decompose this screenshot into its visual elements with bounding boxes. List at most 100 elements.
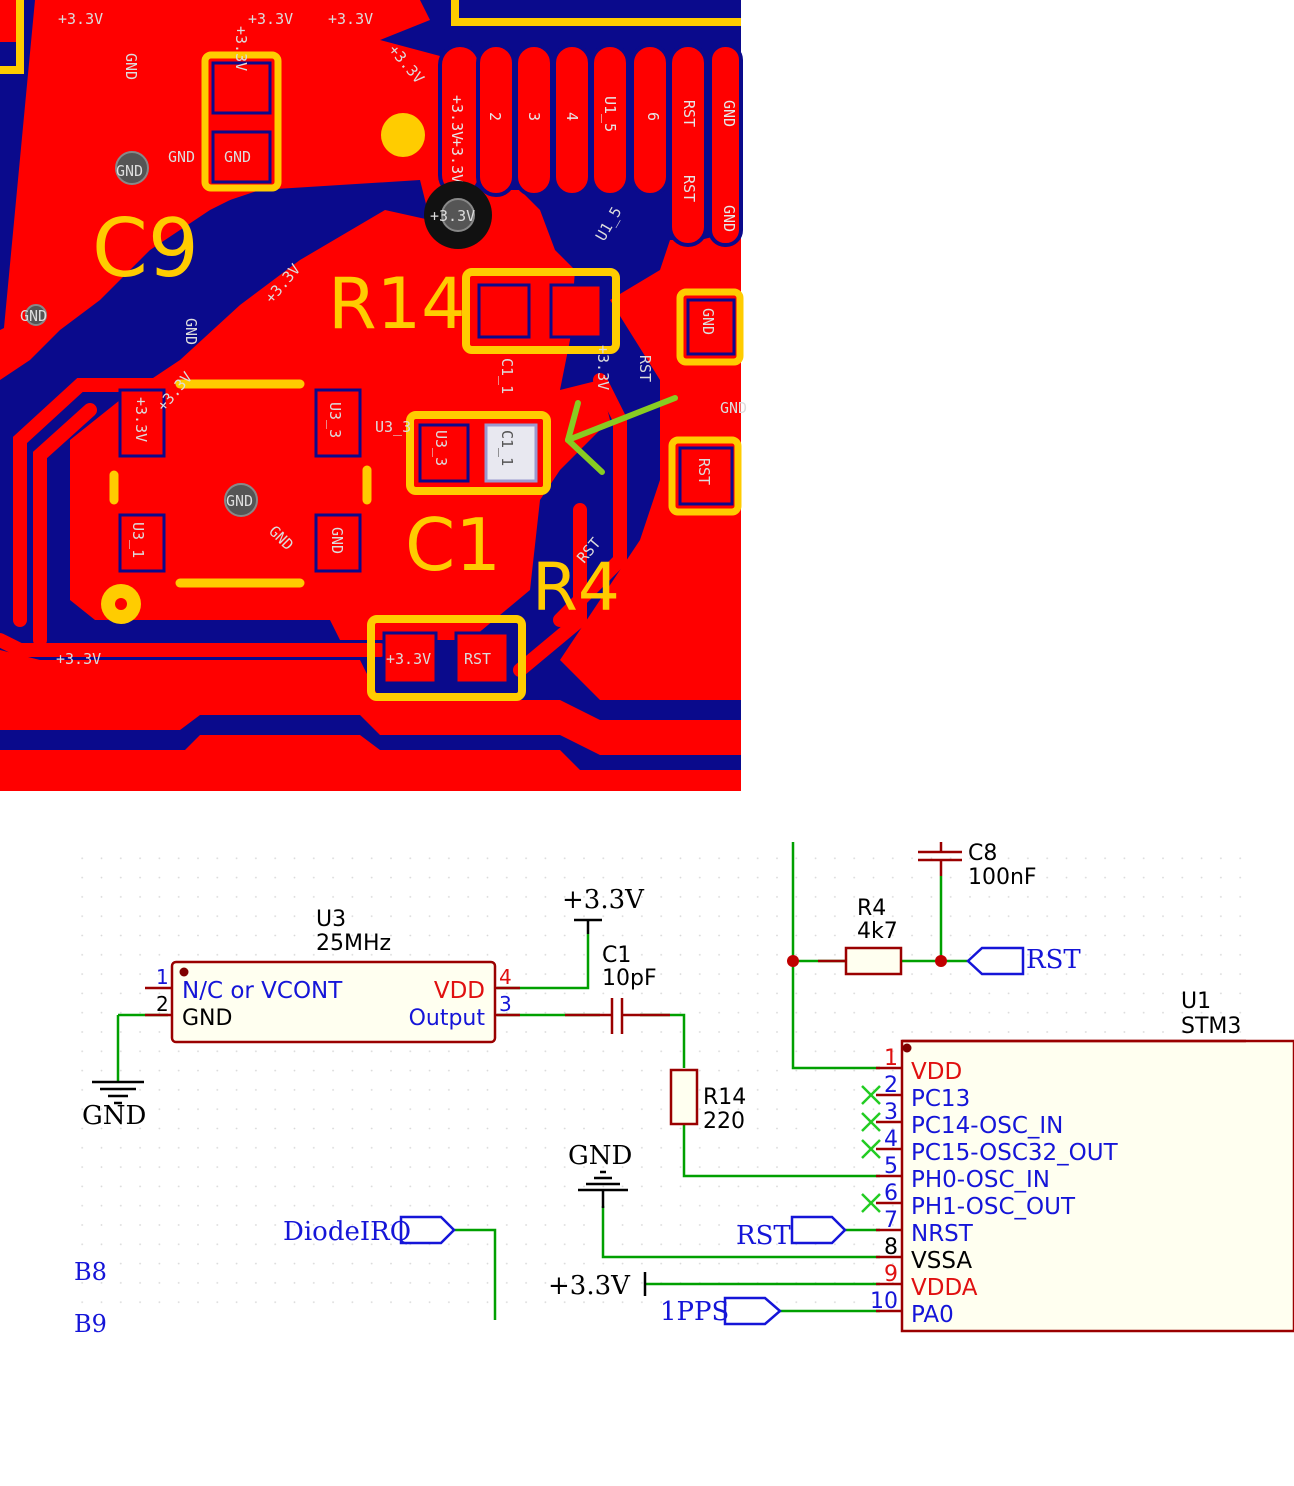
c9-footprint [201, 51, 282, 192]
diodeirq-flag [399, 1215, 456, 1245]
c1-ref: C1 [602, 943, 631, 968]
header-pin-4-label: 4 [563, 112, 581, 121]
c8-symbol [918, 842, 962, 876]
c1-value: 10pF [602, 966, 657, 991]
u3-pin1-name: N/C or VCONT [182, 978, 343, 1004]
gnd-label-left: GND [82, 1101, 146, 1131]
u3-pin2-name: GND [182, 1006, 232, 1031]
net-label-gnd-via: GND [116, 162, 143, 180]
header-pin-8-label-2: GND [720, 205, 738, 232]
u1-pin8-name: VSSA [911, 1248, 972, 1274]
net-label-33v-b: +3.3V [248, 10, 293, 28]
header-pin-5-label: U1_5 [601, 96, 619, 132]
b8-label: B8 [74, 1258, 107, 1286]
header-pin-3-label: 3 [525, 112, 543, 121]
u1-pin4-name: PC15-OSC32_OUT [911, 1140, 1119, 1166]
net-label-33v-a: +3.3V [58, 10, 103, 28]
net-label-c1-1-trace: C1_1 [498, 358, 516, 394]
r4-symbol [818, 946, 903, 976]
schematic-view: U3 25MHz 1 2 4 3 N/C or VCONT GND VDD Ou… [70, 841, 1294, 1338]
right-pads [668, 288, 744, 516]
copper-pour-left [0, 140, 380, 380]
net-label-gnd-u3pad: GND [328, 527, 346, 554]
net-label-gnd-pad: GND [224, 148, 251, 166]
u3-pin4-name: VDD [434, 978, 485, 1004]
u1-pin7-num: 7 [884, 1208, 898, 1233]
ref-c1: C1 [405, 503, 501, 587]
header-pin-7-label-2: RST [680, 175, 698, 202]
r14-value: 220 [703, 1109, 745, 1134]
u1-pin3-num: 3 [884, 1100, 898, 1125]
r14-symbol [669, 1068, 699, 1126]
net-label-u3-3-u3pad: U3_3 [326, 402, 344, 438]
rst-label-top: RST [1026, 945, 1081, 975]
net-label-gnd-b: GND [168, 148, 195, 166]
power-33v-top-label: +3.3V [562, 885, 645, 915]
u1-pins [876, 1066, 902, 1313]
junctions [787, 955, 947, 967]
header-connector [438, 43, 743, 247]
header-pin-1-label: +3.3V [448, 95, 466, 140]
u1-pin3-name: PC14-OSC_IN [911, 1113, 1063, 1139]
b9-label: B9 [74, 1310, 107, 1338]
net-label-gnd-rpad: GND [699, 308, 717, 335]
u1-pin8-num: 8 [884, 1235, 898, 1260]
pcb-layout-view: +3.3V 2 3 4 U1_5 6 RST GND +3.3V RST GND [0, 0, 747, 791]
rst-label-flag-top [966, 946, 1025, 976]
c8-ref: C8 [968, 841, 997, 866]
u1-pin1-name: VDD [911, 1059, 962, 1085]
highlight-arrow-icon [565, 395, 678, 475]
u1-pin2-name: PC13 [911, 1086, 970, 1112]
header-pin-1-label-2: +3.3V [448, 138, 466, 183]
header-pin-2-label: 2 [486, 112, 504, 121]
u1-pin7-name: NRST [911, 1221, 974, 1247]
header-pin-labels: +3.3V 2 3 4 U1_5 6 RST GND +3.3V RST GND [448, 95, 738, 232]
u1-pin-names: VDD PC13 PC14-OSC_IN PC15-OSC32_OUT PH0-… [911, 1059, 1119, 1328]
ref-c9: C9 [92, 202, 199, 295]
diodeirq-label: DiodeIRQ [283, 1217, 411, 1247]
net-label-33v-d: +3.3V [232, 26, 250, 71]
u1-pin1-num: 1 [884, 1046, 898, 1071]
u1-pin5-num: 5 [884, 1154, 898, 1179]
u1-pin10-name: PA0 [911, 1302, 954, 1328]
gnd-symbol-middle [578, 1170, 628, 1208]
net-label-gnd-a: GND [122, 53, 140, 80]
traces [0, 373, 627, 707]
c1-symbol [565, 998, 670, 1034]
u1-ref: U1 [1181, 989, 1211, 1014]
c8-value: 100nF [968, 865, 1037, 890]
net-label-gnd-via2: GND [226, 492, 253, 510]
header-pin-8-label: GND [720, 100, 738, 127]
net-label-u3-3-trace: U3_3 [375, 418, 411, 436]
copper-pour-bottom2 [0, 715, 741, 770]
net-label-33v-h: +3.3V [594, 345, 612, 390]
net-label-rst-trace: RST [636, 355, 654, 382]
u1-symbol [900, 1039, 1294, 1333]
net-label-gnd-d: GND [182, 318, 200, 345]
r4-footprint [367, 615, 526, 701]
net-label-33v-u3pad: +3.3V [132, 397, 150, 442]
net-label-gnd-c: GND [20, 307, 47, 325]
u3-pin2-num: 2 [156, 992, 169, 1016]
gnd-label-middle: GND [568, 1141, 632, 1171]
u1-pin5-name: PH0-OSC_IN [911, 1167, 1050, 1193]
vias [25, 113, 492, 624]
u3-pin3-name: Output [409, 1006, 486, 1031]
1pps-label: 1PPS [660, 1297, 729, 1327]
net-label-33v-c: +3.3V [328, 10, 373, 28]
net-label-33v-via: +3.3V [430, 207, 475, 225]
rst-label-flag-nrst [790, 1215, 847, 1245]
u1-value: STM3 [1181, 1014, 1241, 1039]
ref-r4: R4 [532, 549, 620, 626]
u1-pin4-num: 4 [884, 1127, 898, 1152]
u3-value: 25MHz [316, 931, 391, 956]
u1-pin-numbers: 1 2 3 4 5 6 7 8 9 10 [870, 1046, 898, 1314]
net-label-u3-1: U3_1 [129, 522, 147, 558]
gnd-symbol-left [92, 1080, 144, 1105]
r14-ref: R14 [703, 1085, 746, 1110]
net-label-rst-r4: RST [464, 650, 491, 668]
no-connect-markers [861, 1085, 881, 1213]
u1-pin9-num: 9 [884, 1262, 898, 1287]
net-label-33v-bottom: +3.3V [56, 650, 101, 668]
u1-pin10-num: 10 [870, 1289, 898, 1314]
